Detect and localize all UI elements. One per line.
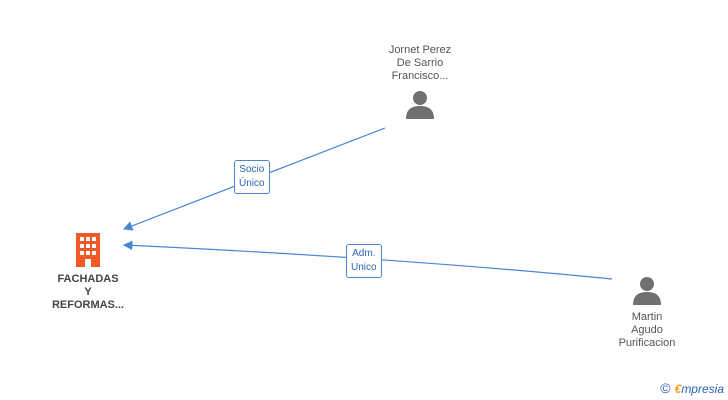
company-label-line: FACHADAS xyxy=(57,273,119,285)
brand-footer: ©€mpresia xyxy=(660,380,724,396)
person-node-martin[interactable]: Martin Agudo Purificacion xyxy=(597,275,697,350)
company-label-line: Y xyxy=(84,286,92,298)
company-label: FACHADAS Y REFORMAS... xyxy=(38,273,138,312)
brand-logo-text: mpresia xyxy=(681,382,724,396)
person-icon xyxy=(633,277,661,305)
edge-label-line: Adm. xyxy=(352,248,376,259)
copyright-icon: © xyxy=(660,380,671,396)
person-icon xyxy=(406,91,434,119)
person-label-line: Francisco... xyxy=(391,70,449,82)
person-label-line: Martin xyxy=(631,311,663,323)
edge-label-line: Socio xyxy=(239,164,265,175)
person-label: Martin Agudo Purificacion xyxy=(597,311,697,350)
company-node[interactable]: FACHADAS Y REFORMAS... xyxy=(38,233,138,312)
edge-label-adm-unico[interactable]: Adm. Unico xyxy=(346,244,382,278)
person-node-jornet[interactable]: Jornet Perez De Sarrio Francisco... xyxy=(370,44,470,119)
edge-label-socio-unico[interactable]: Socio Único xyxy=(234,160,270,194)
person-label-line: De Sarrio xyxy=(396,57,444,69)
person-label-line: Agudo xyxy=(631,324,663,336)
person-label-line: Purificacion xyxy=(618,337,676,349)
building-icon xyxy=(76,233,100,267)
brand-logo-e: € xyxy=(674,382,682,396)
person-label: Jornet Perez De Sarrio Francisco... xyxy=(370,44,470,83)
edge-label-line: Unico xyxy=(351,262,377,273)
person-label-line: Jornet Perez xyxy=(388,44,452,56)
edge-label-line: Único xyxy=(239,178,265,189)
edge-adm-unico xyxy=(122,240,613,280)
company-label-line: REFORMAS... xyxy=(51,299,125,311)
